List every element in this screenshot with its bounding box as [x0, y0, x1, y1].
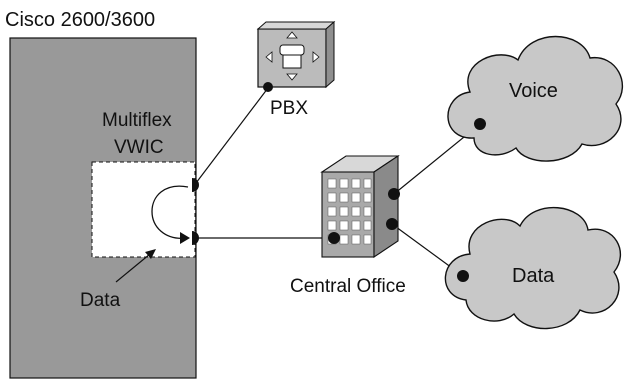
cloud-icon	[444, 206, 622, 330]
voice-cloud-label: Voice	[509, 80, 558, 102]
vwic-label-line1: Multiflex	[102, 110, 172, 131]
voice-cloud	[447, 35, 624, 162]
router-label: Cisco 2600/3600	[5, 9, 155, 31]
data-cloud-label: Data	[512, 265, 555, 287]
loopback-arc	[151, 185, 189, 239]
office-port-bottom-right	[386, 218, 398, 230]
data-arrow-label: Data	[80, 290, 121, 311]
central-office-label: Central Office	[290, 276, 406, 297]
voice-cloud-port	[474, 118, 486, 130]
cloud-icon	[447, 35, 624, 162]
office-port-left	[328, 232, 340, 244]
office-building-icon	[320, 154, 400, 259]
pbx-port	[263, 82, 273, 92]
data-cloud	[444, 206, 622, 330]
loopback-arrowhead	[180, 232, 190, 244]
data-arrow-line	[115, 253, 151, 283]
office-port-top-right	[388, 188, 400, 200]
pbx-phone-icon	[265, 31, 320, 81]
data-cloud-port	[457, 270, 469, 282]
vwic-card	[91, 161, 196, 258]
link-port-to-pbx	[195, 87, 269, 184]
data-arrow-head	[145, 249, 156, 259]
port-bottom	[192, 231, 199, 245]
vwic-label-line2: VWIC	[114, 137, 164, 158]
pbx-label: PBX	[270, 98, 308, 119]
